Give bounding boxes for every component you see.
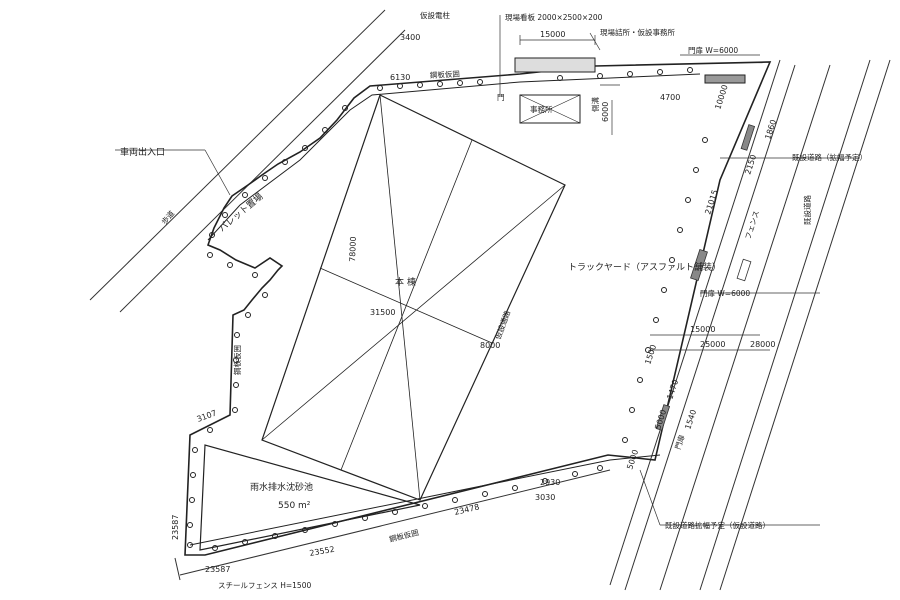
dim-25000: 25000 xyxy=(700,340,725,349)
label-pallet-yard: パレット置場 xyxy=(216,190,265,234)
label-bottom-right-note: 既設道路拡幅予定（仮設道路） xyxy=(665,520,770,530)
label-fence-bottom: 鋼板仮囲 xyxy=(388,527,420,544)
road-right xyxy=(609,59,891,591)
office-cross-2 xyxy=(519,94,581,124)
label-sediment-pond: 雨水排水沈砂池 xyxy=(250,481,313,493)
dim-23587b: 23587 xyxy=(205,565,230,574)
label-fence-top: 鋼板仮囲 xyxy=(430,68,460,80)
dim-1860: 1860 xyxy=(763,118,778,140)
bottom-base xyxy=(174,469,611,581)
dim-4700: 4700 xyxy=(660,93,680,102)
label-fence-left: 鋼板仮囲 xyxy=(232,345,242,375)
dim-23587a: 23587 xyxy=(171,515,180,540)
dim-31500: 31500 xyxy=(370,308,395,317)
dim-1500: 1500 xyxy=(643,343,658,365)
office-box xyxy=(519,94,581,124)
site-boundary-fence xyxy=(184,61,772,556)
label-truck-yard: トラックヤード（アスファルト舗装） xyxy=(568,261,721,273)
fence-inner-line-bottom xyxy=(189,454,661,546)
dim-78000: 78000 xyxy=(348,236,358,262)
label-office: 事務所 xyxy=(530,104,553,114)
road-hatches xyxy=(655,124,756,431)
dim-2150: 2150 xyxy=(743,153,758,175)
label-temporary-path: 仮設通路 xyxy=(492,309,512,341)
label-gate-note-top: 門扉 W=6000 xyxy=(688,45,738,55)
dim-1540: 1540 xyxy=(683,408,698,430)
dim-6130: 6130 xyxy=(390,73,410,82)
dim-8000: 8000 xyxy=(480,341,500,350)
dimension-lines xyxy=(519,35,770,351)
dim-3107: 3107 xyxy=(196,408,218,423)
sign-board-mark xyxy=(704,74,746,84)
dim-5000: 5000 xyxy=(625,448,640,470)
label-drain-ditch: 側溝 xyxy=(590,97,600,112)
label-road-right: 既設道路（拡幅予定） xyxy=(792,152,867,162)
dim-15000-top: 15000 xyxy=(540,30,565,39)
label-footpath-left: 歩道 xyxy=(159,208,177,226)
dim-3400: 3400 xyxy=(400,33,420,42)
label-sediment-area: 550 m² xyxy=(278,501,311,511)
label-vertical-right: フェンス xyxy=(743,209,761,240)
dim-2930: 2930 xyxy=(540,478,560,487)
dim-28000: 28000 xyxy=(750,340,775,349)
dim-3030: 3030 xyxy=(535,493,555,502)
sediment-pond xyxy=(199,444,421,551)
label-sign-board: 現場看板 2000×2500×200 xyxy=(505,12,603,22)
label-bottom-note: スチールフェンス H=1500 xyxy=(218,581,311,590)
label-gate-left: 車両出入口 xyxy=(120,146,165,158)
dim-15000-right: 15000 xyxy=(690,325,715,334)
label-gate-note-right2: 門扉 xyxy=(672,433,686,451)
temp-office-box xyxy=(514,57,596,73)
dim-1470: 1470 xyxy=(665,378,680,400)
label-main-building: 本 棟 xyxy=(395,276,416,288)
fence-inner-line xyxy=(207,73,701,241)
dim-23478: 23478 xyxy=(453,502,480,516)
dim-5000b: 5000 xyxy=(653,408,668,430)
fence-posts xyxy=(187,67,708,551)
dim-6000: 6000 xyxy=(601,102,610,122)
label-gate-note-right: 門扉 W=6000 xyxy=(700,288,750,298)
leader-lines xyxy=(115,15,860,526)
dim-21015: 21015 xyxy=(703,189,719,216)
main-building xyxy=(261,94,566,501)
label-top: 仮設電柱 xyxy=(420,10,450,20)
label-gate-side: 門 xyxy=(497,93,505,102)
dim-23552: 23552 xyxy=(309,545,336,558)
label-temp-office-note: 現場詰所・仮設事務所 xyxy=(600,27,675,37)
dim-10000: 10000 xyxy=(713,84,729,111)
road-left xyxy=(89,9,406,313)
label-road-right2: 既設道路 xyxy=(802,195,812,225)
